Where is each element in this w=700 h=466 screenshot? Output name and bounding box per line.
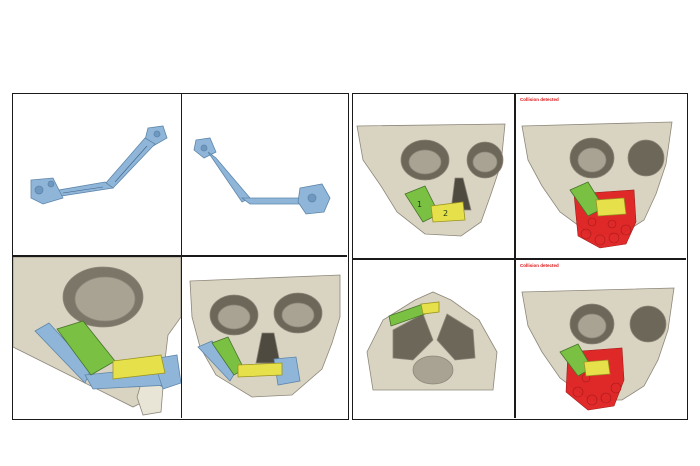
collision-view-frontal-2: Collision detected [516, 260, 686, 418]
segments-on-skull-frontal: 1 2 [353, 94, 514, 258]
left-figure-panel [12, 93, 349, 420]
fibula-plate-image [30, 125, 168, 205]
skull-with-segments-image: 1 2 [356, 123, 506, 237]
skull-inferior-image [366, 291, 498, 391]
fibula-plate-image [193, 137, 331, 215]
skull-with-collision-image [521, 287, 675, 411]
segments-inferior-view [353, 260, 514, 418]
plate-on-skull-frontal [182, 257, 348, 418]
skull-with-collision-image [521, 121, 673, 249]
segment-label-2: 2 [443, 209, 448, 218]
segment-label-1: 1 [417, 200, 422, 209]
plate-view-right-lateral [182, 94, 348, 255]
collision-status-text: Collision detected [520, 263, 559, 268]
plate-view-left-lateral [13, 94, 181, 255]
collision-view-frontal: Collision detected [516, 94, 686, 258]
skull-with-plate-image [189, 274, 341, 398]
skull-with-plate-image [13, 257, 181, 416]
right-figure-panel: 1 2 Collision detected [352, 93, 688, 420]
plate-on-skull-oblique [13, 257, 181, 418]
collision-status-text: Collision detected [520, 97, 559, 102]
